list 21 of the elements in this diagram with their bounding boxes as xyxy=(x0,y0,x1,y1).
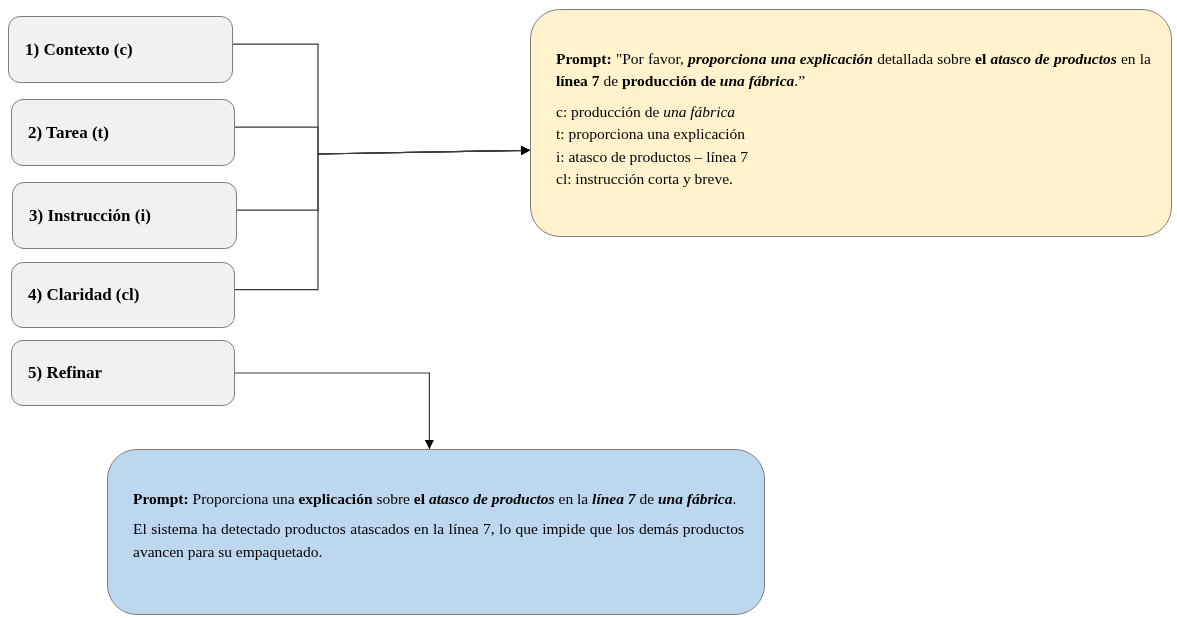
prompt-text: Prompt: Proporciona una explicación sobre el atasco de productos en la línea 7 de una fábrica. xyxy=(133,489,738,509)
response-text: El sistema ha detectado productos atascados en la línea 7, lo que impide que los demás productos avancen para su empaquetado. xyxy=(133,519,744,562)
step-label: 5) Refinar xyxy=(28,363,103,383)
step-label: 3) Instrucción (i) xyxy=(29,205,151,226)
prompt-card xyxy=(107,449,765,615)
step-label: 2) Tarea (t) xyxy=(28,122,109,143)
prompt-text: Prompt: "Por favor, proporciona una explicación detallada sobre el atasco de productos en la línea 7 de producción de una fábrica.” xyxy=(556,49,1151,92)
component-line: t: proporciona una explicación xyxy=(556,124,745,145)
step-label: 1) Contexto (c) xyxy=(25,39,133,60)
connector-arrow xyxy=(234,146,531,291)
step-label: 4) Claridad (cl) xyxy=(28,285,140,305)
component-line: cl: instrucción corta y breve. xyxy=(556,169,733,190)
step-box xyxy=(11,340,235,406)
step-box xyxy=(12,182,237,249)
step-box xyxy=(11,262,235,328)
step-box xyxy=(8,16,233,83)
component-line: i: atasco de productos – línea 7 xyxy=(556,146,748,167)
step-box xyxy=(11,99,235,166)
connector-arrow xyxy=(234,372,434,450)
prompt-card xyxy=(530,9,1172,237)
component-line: c: producción de una fábrica xyxy=(556,101,736,122)
